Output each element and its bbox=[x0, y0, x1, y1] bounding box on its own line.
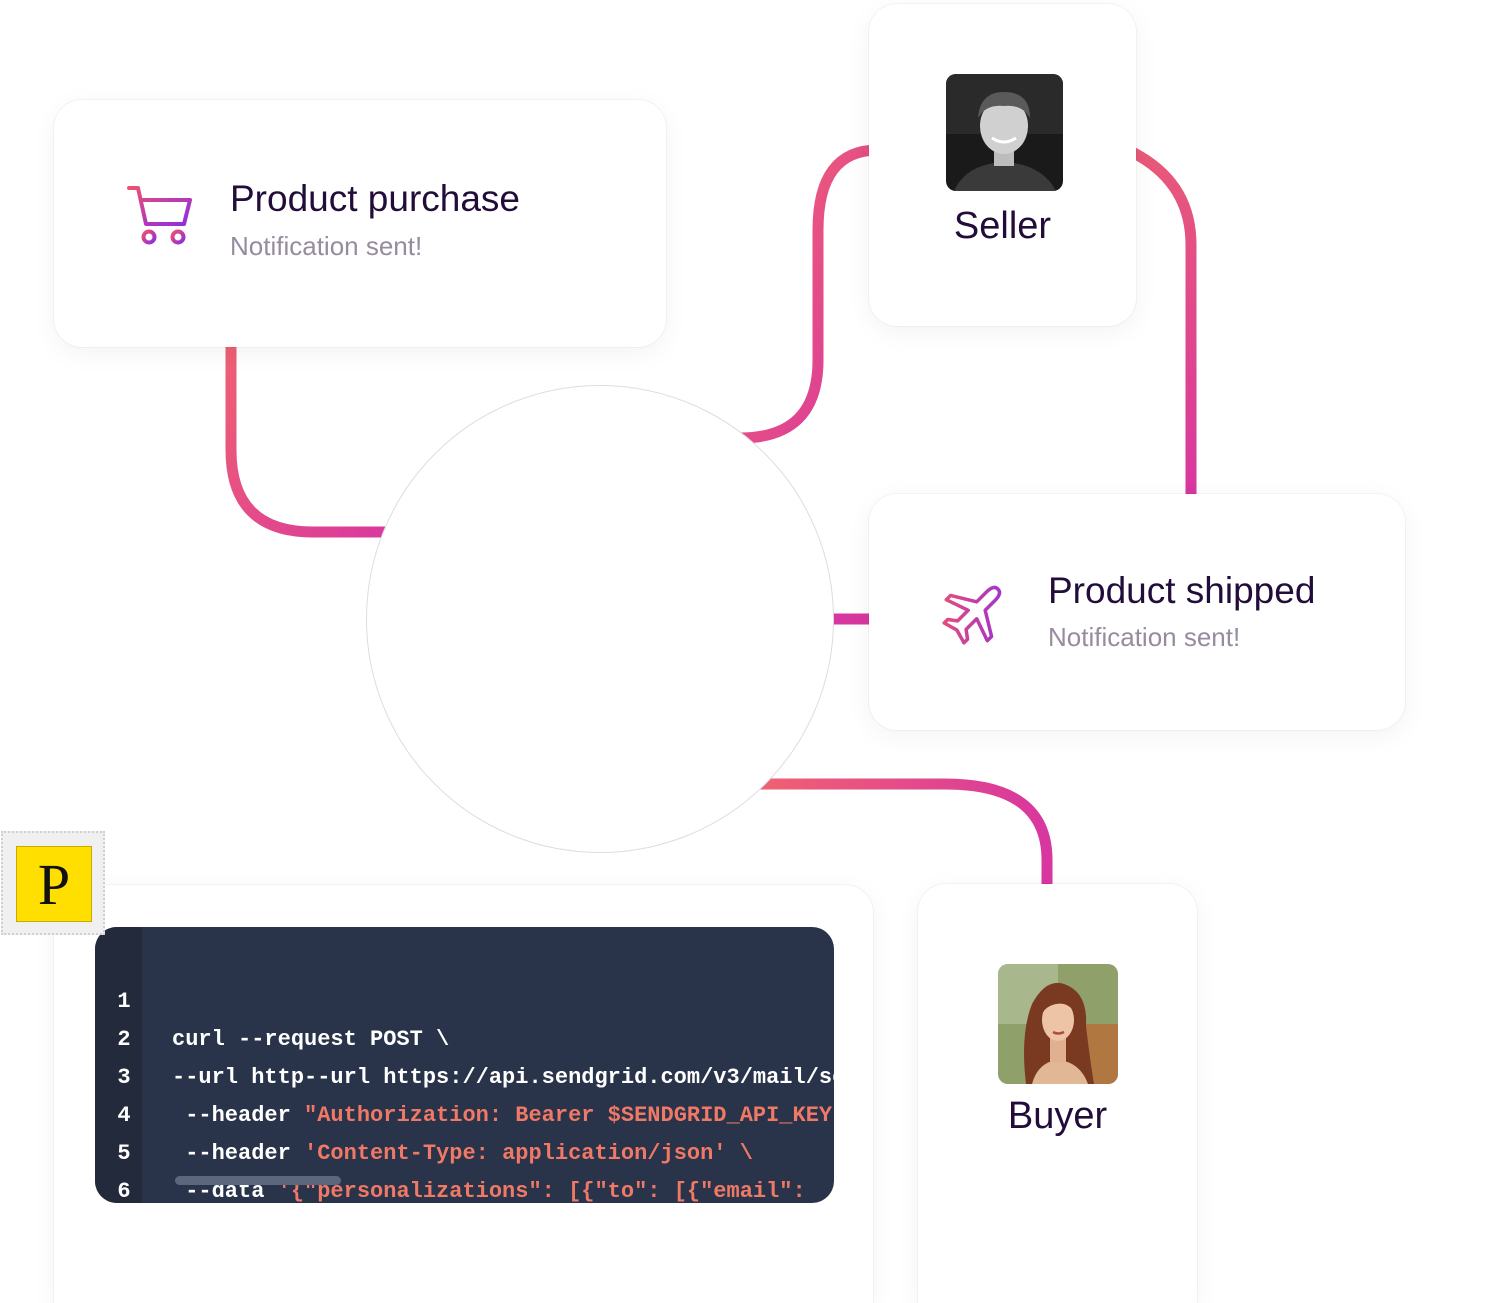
line-number-gutter bbox=[95, 927, 142, 1203]
line-number: 3 bbox=[117, 1065, 131, 1090]
code-text: curl --request POST \ bbox=[172, 1027, 450, 1052]
product-purchase-card: Product purchase Notification sent! bbox=[54, 100, 666, 347]
airplane-icon bbox=[942, 585, 1002, 645]
connector-hub-to-buyer bbox=[740, 778, 1053, 884]
code-line: 3 --header "Authorization: Bearer $SENDG… bbox=[95, 1021, 834, 1128]
code-line: 4 --header 'Content-Type: application/js… bbox=[95, 1059, 834, 1166]
line-number: 2 bbox=[117, 1027, 131, 1052]
code-text: --url http--url https://api.sendgrid.com… bbox=[172, 1065, 834, 1090]
code-line: 6 bbox=[95, 1135, 834, 1203]
code-line: 2 --url http--url https://api.sendgrid.c… bbox=[95, 983, 834, 1090]
line-number: 6 bbox=[117, 1179, 131, 1203]
line-number: 1 bbox=[117, 989, 131, 1014]
shipped-title: Product shipped bbox=[1048, 570, 1316, 611]
postmark-stamp-icon: P bbox=[1, 831, 105, 935]
code-line: 1 curl --request POST \ bbox=[95, 945, 834, 1052]
buyer-card: Buyer bbox=[918, 884, 1197, 1303]
code-string: '{"personalizations": [{"to": [{"email": bbox=[277, 1179, 819, 1203]
seller-label: Seller bbox=[953, 205, 1052, 247]
code-line: 5 --data '{"personalizations": [{"to": [… bbox=[95, 1097, 834, 1203]
code-text: --header bbox=[172, 1141, 305, 1166]
connector-purchase-to-hub bbox=[225, 302, 400, 538]
line-number: 4 bbox=[117, 1103, 131, 1128]
connector-hub-to-seller bbox=[739, 144, 879, 444]
purchase-title: Product purchase bbox=[230, 178, 521, 219]
purchase-subtitle: Notification sent! bbox=[230, 231, 423, 261]
buyer-label: Buyer bbox=[1007, 1095, 1108, 1137]
product-shipped-card: Product shipped Notification sent! bbox=[869, 494, 1405, 730]
code-string: "Authorization: Bearer $SENDGRID_API_KEY… bbox=[304, 1103, 834, 1128]
shopping-cart-icon bbox=[127, 186, 192, 245]
code-text: --header bbox=[172, 1103, 305, 1128]
seller-avatar bbox=[946, 74, 1063, 191]
connector-seller-to-shipped bbox=[1125, 145, 1197, 494]
seller-card: Seller bbox=[869, 4, 1136, 326]
line-number: 5 bbox=[117, 1141, 131, 1166]
stamp-letter: P bbox=[16, 846, 92, 922]
horizontal-scrollbar[interactable] bbox=[175, 1176, 341, 1185]
code-window: 1 curl --request POST \ 2 --url http--ur… bbox=[95, 927, 834, 1203]
shipped-subtitle: Notification sent! bbox=[1048, 622, 1241, 652]
central-hub bbox=[366, 385, 834, 853]
code-string: 'Content-Type: application/json' \ bbox=[304, 1141, 753, 1166]
buyer-avatar bbox=[998, 964, 1118, 1084]
